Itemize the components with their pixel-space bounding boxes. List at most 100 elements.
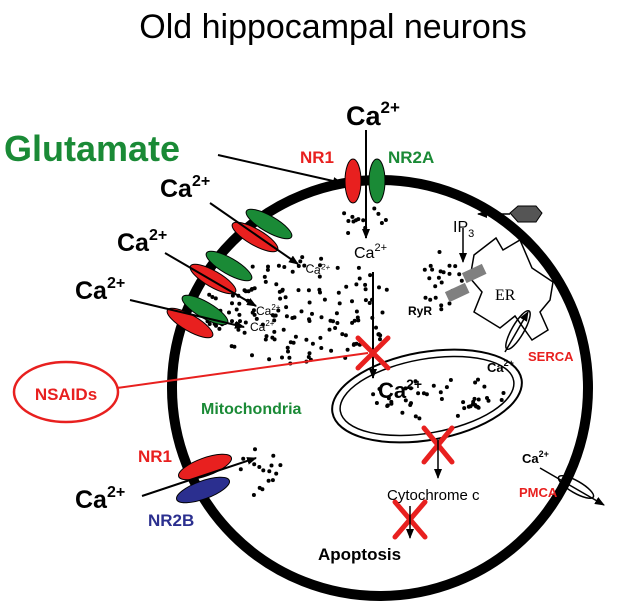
calcium-dot [254, 316, 259, 321]
calcium-dot [238, 467, 243, 472]
calcium-dot [354, 309, 359, 314]
calcium-dot [214, 323, 218, 328]
calcium-dot [376, 332, 381, 337]
calcium-dot [344, 284, 349, 289]
calcium-dot [379, 221, 384, 225]
calcium-dot [372, 206, 377, 211]
calcium-dot [237, 301, 242, 306]
calcium-dot [422, 267, 427, 272]
calcium-dot [242, 288, 247, 293]
calcium-dot [473, 380, 478, 385]
calcium-dot [230, 319, 234, 324]
calcium-dot [335, 265, 340, 270]
calcium-dot [423, 295, 428, 300]
calcium-dot [501, 391, 506, 395]
calcium-dot [270, 478, 275, 483]
calcium-dot [346, 231, 351, 235]
calcium-dot [400, 410, 405, 415]
calcium-dot [413, 379, 418, 384]
calcium-dot [357, 276, 362, 281]
nsaids-badge [12, 360, 120, 424]
glutamate-label: Glutamate [4, 128, 180, 169]
calcium-dot [333, 326, 338, 330]
calcium-dot [444, 385, 449, 390]
calcium-dot [380, 310, 385, 315]
serca-label: SERCA [528, 349, 574, 364]
calcium-dot [278, 296, 283, 301]
pmca-label: PMCA [519, 485, 558, 500]
calcium-dot [271, 453, 276, 458]
calcium-dot [340, 332, 345, 337]
calcium-dot [267, 469, 272, 474]
calcium-dot [310, 311, 314, 316]
calcium-dot [288, 340, 293, 345]
calcium-dot [413, 414, 418, 419]
receptor-pair-1 [231, 208, 293, 253]
calcium-dot [272, 313, 276, 318]
calcium-dot [472, 396, 477, 401]
calcium-dot [252, 462, 257, 467]
ca-pmca: Ca2+ [522, 449, 549, 466]
calcium-dot [319, 315, 324, 320]
nr2b-subunit [176, 476, 230, 504]
calcium-dot [438, 390, 443, 395]
cytochrome-c-label: Cytochrome c [387, 487, 480, 504]
calcium-dot [300, 255, 305, 260]
calcium-dot [251, 493, 256, 497]
ryr-receptor-upper [461, 263, 487, 284]
calcium-dot [307, 317, 311, 322]
calcium-dot [476, 397, 481, 402]
calcium-dot [363, 287, 368, 292]
calcium-dot [471, 399, 476, 404]
calcium-dot [350, 299, 354, 304]
endoplasmic-reticulum [469, 236, 554, 342]
calcium-dot [439, 303, 444, 308]
calcium-dot [389, 401, 394, 406]
calcium-dot [286, 349, 290, 354]
calcium-dot [453, 264, 458, 269]
calcium-dot [374, 401, 379, 405]
nr1-top-label: NR1 [300, 148, 334, 167]
calcium-dot [374, 325, 378, 330]
calcium-dot [346, 219, 351, 223]
ca-mito: Ca2+ [378, 376, 422, 403]
calcium-dot [462, 406, 467, 411]
calcium-dot [283, 295, 288, 300]
calcium-dot [327, 327, 332, 332]
calcium-dot [386, 396, 391, 401]
calcium-dot [318, 335, 323, 340]
apoptosis-label: Apoptosis [318, 545, 401, 564]
calcium-dot [318, 263, 322, 268]
calcium-dot [455, 413, 460, 418]
ip3-label: IP3 [453, 219, 474, 240]
ca-small-1: Ca2+ [305, 260, 332, 278]
calcium-dot [276, 263, 281, 268]
ip3-receptor [509, 205, 543, 223]
nr2a-label: NR2A [388, 148, 434, 167]
calcium-dot [476, 377, 480, 382]
calcium-dot [448, 378, 453, 382]
calcium-dot [260, 322, 265, 327]
ca-small-3: Ca2+ [250, 319, 275, 334]
calcium-dot [250, 264, 255, 269]
calcium-dot [210, 295, 215, 299]
calcium-dot [257, 465, 262, 469]
calcium-dot [241, 456, 246, 461]
calcium-dot [431, 383, 436, 388]
nr2a-subunit [368, 158, 386, 204]
calcium-dot [296, 264, 301, 268]
calcium-dot [270, 335, 275, 340]
calcium-dot [356, 265, 361, 270]
calcium-dot [253, 447, 257, 452]
calcium-dot [298, 259, 303, 264]
calcium-dot [272, 318, 277, 323]
calcium-dot [281, 327, 286, 332]
calcium-dot [230, 293, 235, 298]
calcium-dot [264, 334, 269, 339]
calcium-dot [266, 264, 270, 269]
calcium-dot [459, 278, 464, 283]
calcium-dot [430, 267, 435, 272]
nr1-bottom-label: NR1 [138, 447, 172, 466]
calcium-dot [350, 214, 355, 219]
calcium-dot [284, 314, 289, 319]
